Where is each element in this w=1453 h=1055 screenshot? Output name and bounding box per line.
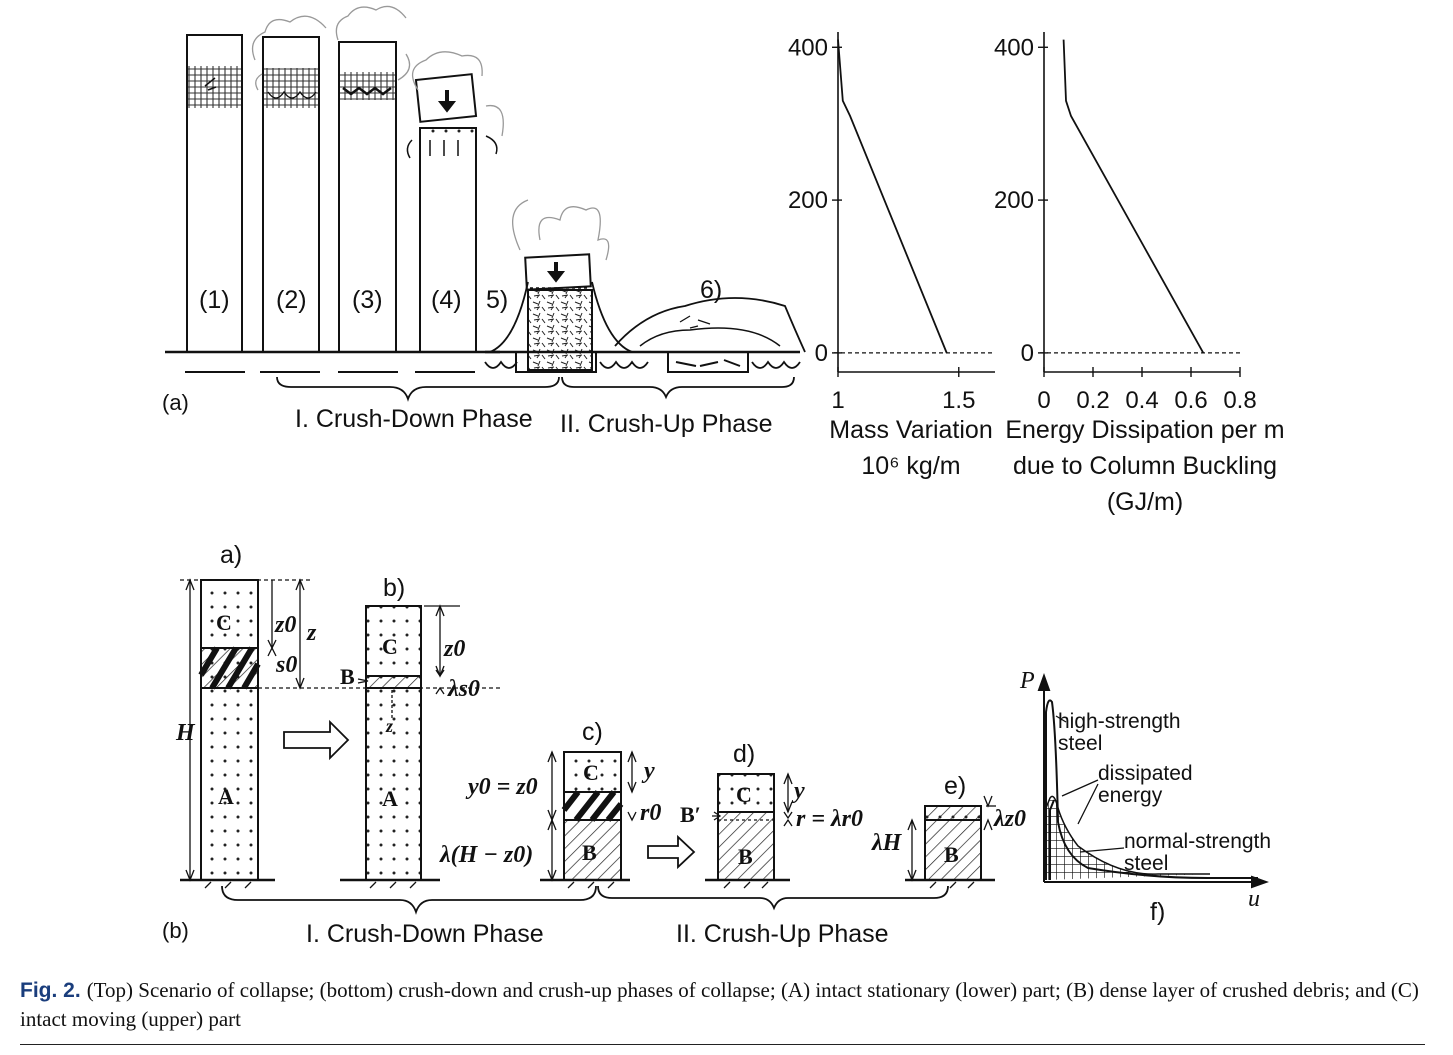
symbol-y-c: y: [641, 758, 655, 784]
part-letter-A-b: A: [382, 786, 398, 811]
symbol-H: H: [175, 720, 196, 746]
x-axis-label: due to Column Buckling: [1013, 452, 1277, 480]
tower-1: [186, 34, 243, 353]
column-d: [717, 773, 775, 881]
sub-label-b: b): [383, 574, 405, 602]
symbol-lambda-H-minus-z0: λ(H − z0): [439, 842, 533, 868]
panel-label-a: (a): [162, 390, 189, 415]
x-tick-label: 0.6: [1174, 387, 1207, 414]
symbol-lambda-z0: λz0: [993, 806, 1026, 832]
sub-label-d: d): [733, 740, 755, 768]
profile-line: [1062, 39, 1205, 354]
symbol-y-d: y: [791, 778, 805, 804]
part-letter-C-c: C: [583, 760, 599, 785]
f-label-normal-strength-2: steel: [1124, 852, 1168, 875]
symbol-z0-a: z0: [274, 612, 296, 638]
symbol-z0-b: z0: [443, 636, 465, 662]
y-tick-label: 400: [788, 34, 828, 61]
f-label-dissipated-1: dissipated: [1098, 762, 1193, 785]
tower-2: [262, 36, 320, 353]
part-letter-C-d: C: [736, 782, 752, 807]
stage-label-4: (4): [431, 286, 462, 314]
bottom-crush-up-label: II. Crush-Up Phase: [676, 920, 889, 948]
stage-label-2: (2): [276, 286, 307, 314]
part-mark-B-b: B: [340, 664, 355, 689]
symbol-lambda-H: λH: [871, 830, 903, 856]
symbol-lambda-s0: λs0: [447, 676, 480, 702]
sub-label-e: e): [944, 772, 966, 800]
stage-label-5: 5): [486, 286, 508, 314]
part-letter-B-d: B: [738, 844, 753, 869]
figure-caption: Fig. 2.(Top) Scenario of collapse; (bott…: [20, 976, 1430, 1033]
caption-text: (Top) Scenario of collapse; (bottom) cru…: [20, 978, 1419, 1031]
top-collapse-schematic: [165, 5, 806, 373]
symbol-r0: r0: [640, 800, 661, 826]
part-mark-B-prime: B′: [680, 802, 701, 827]
f-label-high-strength-1: high-strength: [1058, 710, 1181, 733]
caption-rule: [20, 1044, 1425, 1045]
profile-line: [837, 39, 948, 354]
x-tick-label: 0.8: [1223, 387, 1256, 414]
x-axis-label: Mass Variation: [829, 416, 993, 444]
column-b: [365, 605, 422, 881]
stage-label-6: 6): [700, 276, 722, 304]
part-letter-C-b: C: [382, 634, 398, 659]
symbol-u: u: [1248, 886, 1260, 912]
part-letter-C-a: C: [216, 610, 232, 635]
x-axis-label: 10⁶ kg/m: [861, 452, 960, 480]
part-letter-B-c: B: [582, 840, 597, 865]
f-label-high-strength-2: steel: [1058, 732, 1102, 755]
stage-label-3: (3): [352, 286, 383, 314]
y-tick-label: 200: [994, 187, 1034, 214]
f-label-dissipated-2: energy: [1098, 784, 1163, 807]
top-phase-braces: [276, 376, 795, 402]
sub-label-c: c): [582, 718, 603, 746]
figure-canvas: (1) (2) (3) (4) 5) 6) (a) I. Crush-Down …: [162, 5, 1285, 948]
symbol-z-a: z: [306, 620, 317, 646]
bottom-crush-down-label: I. Crush-Down Phase: [306, 920, 544, 948]
part-letter-B-e: B: [944, 842, 959, 867]
top-labels: (1) (2) (3) (4) 5) 6) (a) I. Crush-Down …: [162, 276, 773, 438]
symbol-z-small: z: [385, 716, 393, 736]
panel-label-b: (b): [162, 918, 189, 943]
tower-4: [419, 127, 477, 353]
y-tick-label: 0: [815, 340, 828, 367]
sub-label-a: a): [220, 541, 242, 569]
sub-label-f: f): [1150, 898, 1165, 926]
symbol-y0-eq-z0: y0 = z0: [465, 774, 538, 800]
x-tick-label: 0: [1037, 387, 1050, 414]
y-tick-label: 0: [1021, 340, 1034, 367]
stage-label-1: (1): [199, 286, 230, 314]
x-tick-label: 1: [831, 387, 844, 414]
top-crush-up-label: II. Crush-Up Phase: [560, 410, 773, 438]
bottom-schematic: [180, 578, 1269, 915]
y-tick-label: 400: [994, 34, 1034, 61]
x-tick-label: 0.4: [1125, 387, 1158, 414]
tower-3: [338, 41, 397, 353]
x-tick-label: 1.5: [942, 387, 975, 414]
symbol-s0: s0: [275, 652, 297, 678]
f-label-normal-strength-1: normal-strength: [1124, 830, 1271, 853]
symbol-P: P: [1019, 668, 1035, 694]
x-axis-label: (GJ/m): [1107, 488, 1183, 516]
x-tick-label: 0.2: [1076, 387, 1109, 414]
bottom-labels: a) b) c) d) e) f) H z0 z s0 z0 λs0 z y0 …: [162, 541, 1271, 948]
y-tick-label: 200: [788, 187, 828, 214]
x-axis-label: Energy Dissipation per m: [1005, 416, 1284, 444]
top-crush-down-label: I. Crush-Down Phase: [295, 405, 533, 433]
caption-label: Fig. 2.: [20, 979, 81, 1002]
symbol-r-eq: r = λr0: [796, 806, 863, 832]
part-letter-A-a: A: [218, 784, 234, 809]
